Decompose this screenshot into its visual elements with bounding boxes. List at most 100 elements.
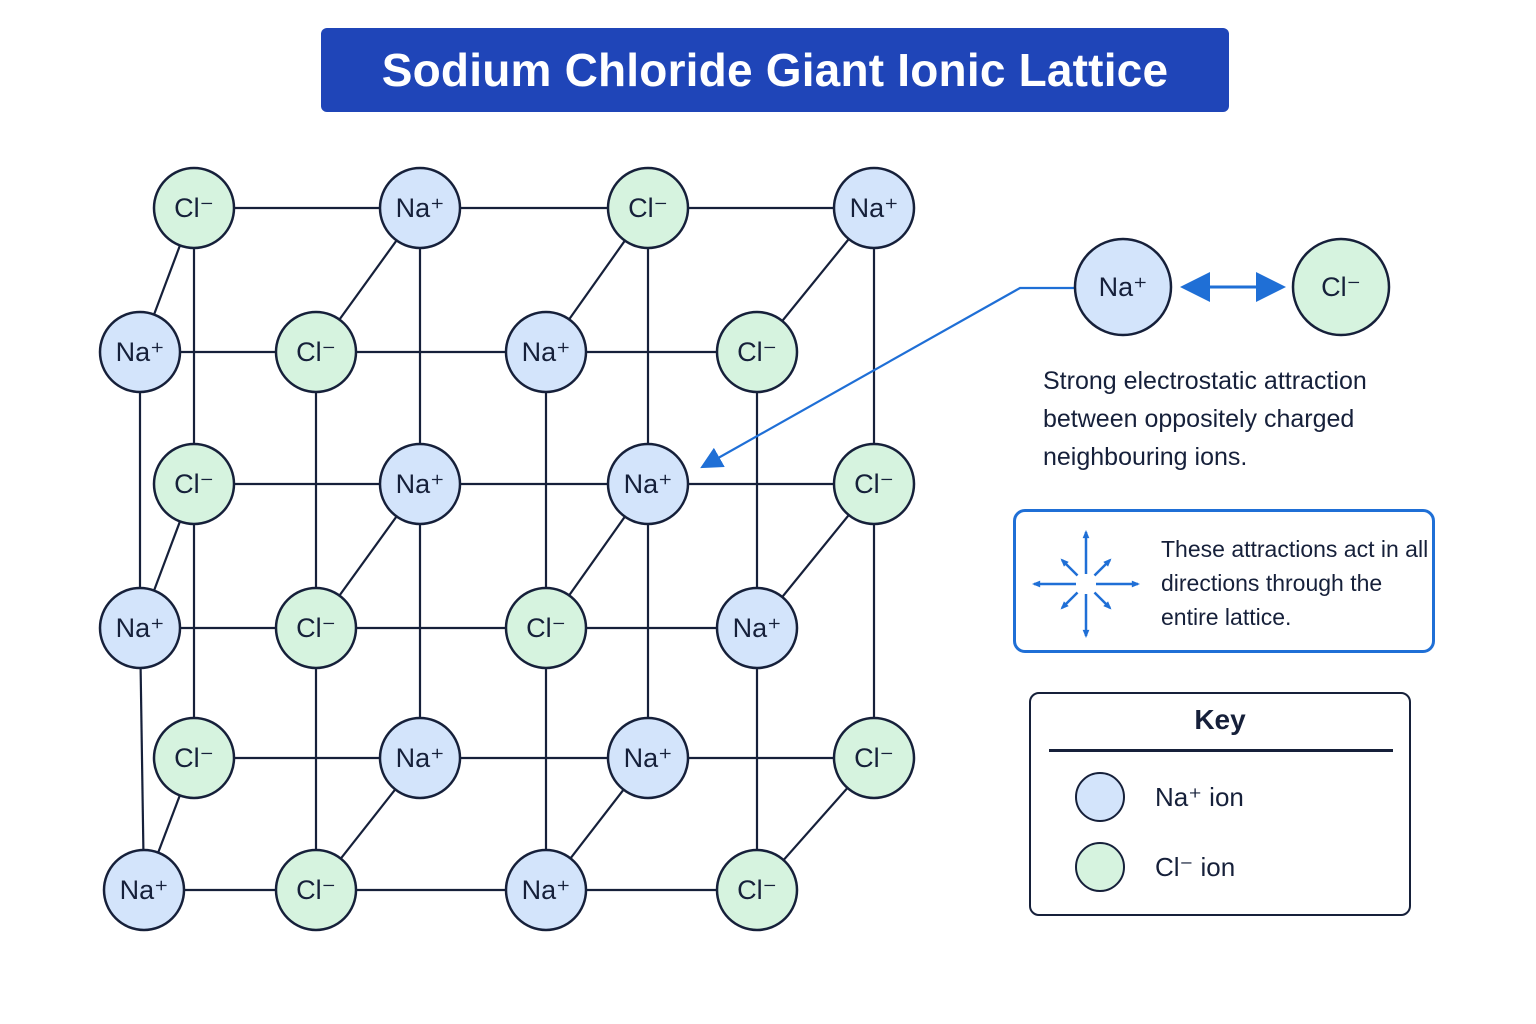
key-title: Key xyxy=(1194,704,1246,735)
cl-ion-label: Cl⁻ xyxy=(296,613,336,643)
front-na-ion: Na⁺ xyxy=(98,586,182,670)
na-ion-circle xyxy=(98,310,182,394)
cl-ion-swatch xyxy=(1075,842,1125,892)
attraction-callout: Na⁺ Cl⁻ xyxy=(700,237,1391,469)
cl-ion-circle xyxy=(832,716,916,800)
key-label-cl: Cl⁻ ion xyxy=(1155,851,1236,882)
callout-na-ion: Na⁺ xyxy=(1073,237,1173,337)
na-ion-swatch xyxy=(1075,772,1125,822)
back-cl-ion: Cl⁻ xyxy=(152,166,236,250)
page-title: Sodium Chloride Giant Ionic Lattice xyxy=(381,44,1169,96)
cl-ion-label: Cl⁻ xyxy=(296,337,336,367)
key-divider xyxy=(1049,749,1393,752)
lattice-bonds xyxy=(138,206,876,892)
front-cl-ion: Cl⁻ xyxy=(715,310,799,394)
key-item-na: Na⁺ ion xyxy=(1075,769,1244,825)
back-cl-ion: Cl⁻ xyxy=(606,166,690,250)
direction-arrowhead xyxy=(1060,601,1069,610)
pointer-arrow xyxy=(700,286,1074,469)
key-label-na: Na⁺ ion xyxy=(1155,781,1244,812)
back-cl-ion: Cl⁻ xyxy=(152,442,236,526)
na-ion-circle xyxy=(715,586,799,670)
na-ion-circle xyxy=(1073,237,1173,337)
direction-arrowhead xyxy=(1103,601,1112,610)
cl-ion-label: Cl⁻ xyxy=(174,743,214,773)
na-ion-circle xyxy=(378,716,462,800)
back-cl-ion: Cl⁻ xyxy=(832,716,916,800)
cl-ion-circle xyxy=(152,716,236,800)
cl-ion-circle xyxy=(152,442,236,526)
front-cl-ion: Cl⁻ xyxy=(715,848,799,932)
cl-ion-circle xyxy=(715,310,799,394)
front-cl-ion: Cl⁻ xyxy=(274,848,358,932)
cl-ion-label: Cl⁻ xyxy=(1321,272,1361,302)
title-banner: Sodium Chloride Giant Ionic Lattice xyxy=(321,28,1229,112)
na-ion-label: Na⁺ xyxy=(522,337,571,367)
cl-ion-circle xyxy=(715,848,799,932)
front-cl-ion: Cl⁻ xyxy=(504,586,588,670)
cl-ion-label: Cl⁻ xyxy=(854,743,894,773)
directions-note-text: These attractions act in all directions … xyxy=(1161,536,1429,630)
na-ion-circle xyxy=(102,848,186,932)
na-ion-circle xyxy=(98,586,182,670)
key-item-cl: Cl⁻ ion xyxy=(1075,839,1235,895)
cl-ion-circle xyxy=(274,310,358,394)
front-na-ion: Na⁺ xyxy=(98,310,182,394)
cl-ion-circle xyxy=(274,586,358,670)
cl-ion-label: Cl⁻ xyxy=(174,469,214,499)
na-ion-circle xyxy=(378,166,462,250)
direction-arrowhead xyxy=(1131,580,1140,588)
na-ion-label: Na⁺ xyxy=(522,875,571,905)
front-cl-ion: Cl⁻ xyxy=(274,310,358,394)
back-na-ion: Na⁺ xyxy=(832,166,916,250)
back-na-ion: Na⁺ xyxy=(606,442,690,526)
back-cl-ion: Cl⁻ xyxy=(832,442,916,526)
cl-ion-circle xyxy=(606,166,690,250)
na-ion-circle xyxy=(832,166,916,250)
cl-ion-label: Cl⁻ xyxy=(296,875,336,905)
na-ion-label: Na⁺ xyxy=(624,743,673,773)
lattice-ions: Cl⁻ Na⁺ Cl⁻ Na⁺ Cl⁻ Na⁺ Na⁺ Cl⁻ Cl⁻ Na⁺ Na⁺ Cl⁻ Na⁺ C… xyxy=(98,166,916,932)
direction-arrowhead xyxy=(1103,558,1112,567)
key-panel: Key Na⁺ ion Cl⁻ ion xyxy=(1029,692,1411,916)
back-cl-ion: Cl⁻ xyxy=(152,716,236,800)
na-ion-circle xyxy=(378,442,462,526)
attraction-description: Strong electrostatic attraction between … xyxy=(1043,367,1367,471)
na-ion-circle xyxy=(504,848,588,932)
cl-ion-circle xyxy=(504,586,588,670)
cl-ion-label: Cl⁻ xyxy=(174,193,214,223)
na-ion-circle xyxy=(606,716,690,800)
direction-arrowhead xyxy=(1060,558,1069,567)
cl-ion-circle xyxy=(1291,237,1391,337)
front-na-ion: Na⁺ xyxy=(102,848,186,932)
bond-line xyxy=(138,627,146,891)
na-ion-label: Na⁺ xyxy=(1099,272,1148,302)
back-na-ion: Na⁺ xyxy=(378,442,462,526)
na-ion-label: Na⁺ xyxy=(396,193,445,223)
all-directions-arrows-icon xyxy=(1032,530,1140,638)
na-ion-label: Na⁺ xyxy=(120,875,169,905)
na-ion-circle xyxy=(606,442,690,526)
na-ion-label: Na⁺ xyxy=(624,469,673,499)
direction-arrowhead xyxy=(1082,530,1090,539)
direction-arrowhead xyxy=(1032,580,1041,588)
back-na-ion: Na⁺ xyxy=(606,716,690,800)
back-na-ion: Na⁺ xyxy=(378,166,462,250)
cl-ion-label: Cl⁻ xyxy=(854,469,894,499)
directions-note-box: These attractions act in all directions … xyxy=(1013,509,1435,653)
cl-ion-label: Cl⁻ xyxy=(526,613,566,643)
back-na-ion: Na⁺ xyxy=(378,716,462,800)
front-na-ion: Na⁺ xyxy=(504,848,588,932)
na-ion-label: Na⁺ xyxy=(116,613,165,643)
cl-ion-label: Cl⁻ xyxy=(628,193,668,223)
na-ion-label: Na⁺ xyxy=(850,193,899,223)
cl-ion-label: Cl⁻ xyxy=(737,337,777,367)
cl-ion-circle xyxy=(274,848,358,932)
callout-cl-ion: Cl⁻ xyxy=(1291,237,1391,337)
front-na-ion: Na⁺ xyxy=(504,310,588,394)
front-na-ion: Na⁺ xyxy=(715,586,799,670)
na-ion-circle xyxy=(504,310,588,394)
na-ion-label: Na⁺ xyxy=(396,743,445,773)
na-ion-label: Na⁺ xyxy=(733,613,782,643)
